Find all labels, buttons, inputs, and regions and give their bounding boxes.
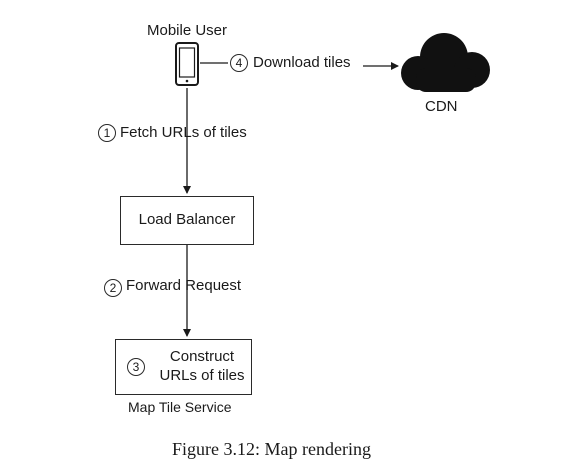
map-tile-service-label: Map Tile Service <box>128 399 232 415</box>
step-4-marker: 4 <box>230 54 248 72</box>
urls-of-tiles-label: URLs of tiles <box>159 367 245 384</box>
step-3-marker: 3 <box>127 358 145 376</box>
forward-request-label: Forward Request <box>126 277 242 294</box>
cdn-label: CDN <box>425 98 458 115</box>
mobile-user-label: Mobile User <box>147 22 228 39</box>
cloud-icon <box>401 33 490 92</box>
construct-label: Construct <box>169 348 235 365</box>
step-2-marker: 2 <box>104 279 122 297</box>
smartphone-icon <box>175 42 199 86</box>
load-balancer-box: Load Balancer <box>120 196 254 245</box>
step-1-marker: 1 <box>98 124 116 142</box>
download-tiles-label: Download tiles <box>253 54 351 71</box>
fetch-urls-label: Fetch URLs of tiles <box>120 124 247 141</box>
figure-caption: Figure 3.12: Map rendering <box>172 439 371 459</box>
load-balancer-label: Load Balancer <box>138 211 236 228</box>
map-tile-service-box: 3 Construct URLs of tiles <box>115 339 252 395</box>
